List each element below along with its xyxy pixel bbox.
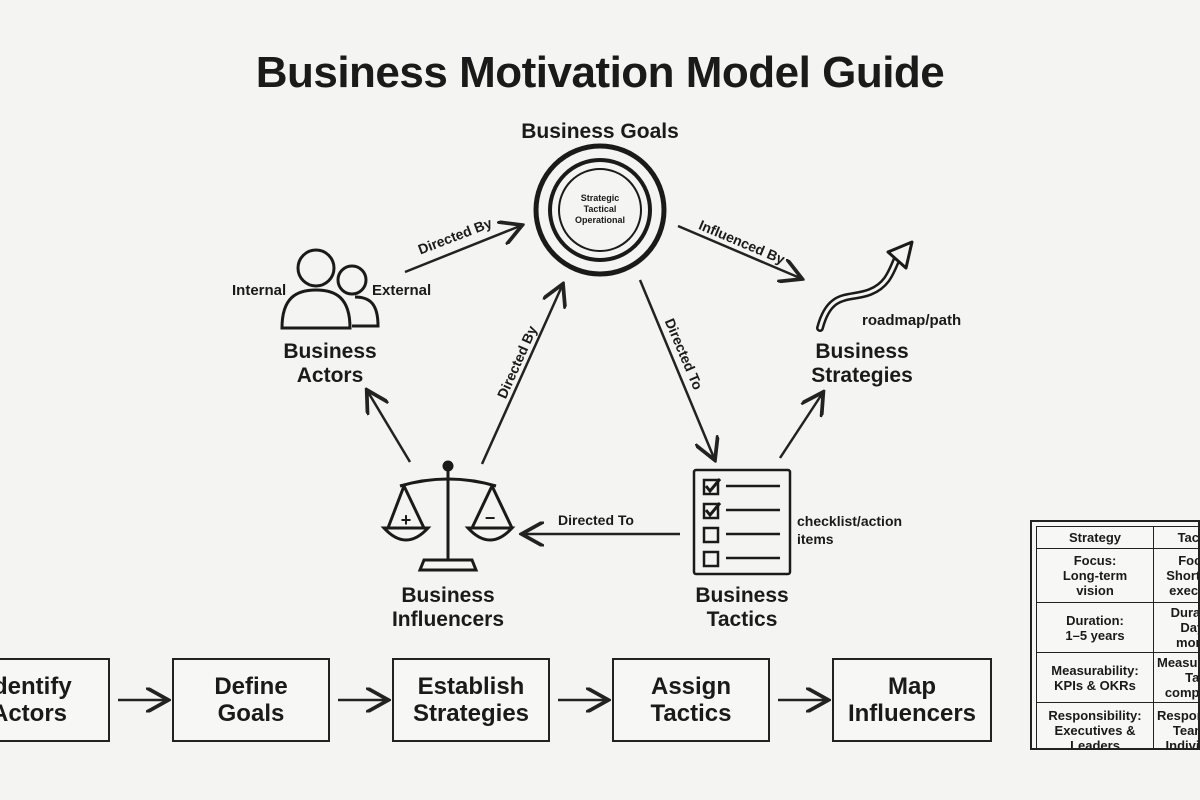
table-cell: Responsibility: Executives & Leaders [1036,702,1154,748]
strategies-note: roadmap/path [862,312,962,329]
step-label: Assign Tactics [650,673,732,727]
step-label: Define Goals [214,673,288,727]
strategies-label: Business Strategies [811,340,913,387]
goals-levels: Strategic Tactical Operational [574,193,625,225]
goals-target-icon [533,143,667,277]
step-label: Establish Strategies [412,673,530,727]
edge-actors-to-goals [404,226,520,274]
edge-tactics-to-strategies [778,394,822,459]
step-map-influencers: Map Influencers [832,658,992,742]
scales-icon: + − [380,460,516,572]
actors-people-icon [280,248,380,330]
svg-text:−: − [485,508,496,528]
strategy-curve-icon [816,240,914,332]
step-define-goals: Define Goals [172,658,330,742]
table-cell: Measurability: KPIs & OKRs [1036,652,1154,703]
table-cell: Measurability: Task completion [1153,652,1198,703]
tactics-label: Business Tactics [695,584,789,631]
actors-internal-label: Internal [232,282,287,299]
influencers-label: Business Influencers [391,584,505,631]
checklist-icon [692,468,792,576]
table-cell: Focus: Long-term vision [1036,548,1154,603]
tactics-note: checklist/action items [797,513,903,547]
step-assign-tactics: Assign Tactics [612,658,770,742]
edge-goals-to-tactics [638,279,714,458]
step-label: Identify Actors [0,673,72,727]
edge-goals-to-strategies [677,224,800,278]
page-title: Business Motivation Model Guide [255,48,945,97]
strategy-tactics-table: Strategy Tactics Focus: Long-term vision… [1030,520,1200,750]
table-cell: Focus: Short-term execution [1153,548,1198,603]
step-establish-strategies: Establish Strategies [392,658,550,742]
svg-text:+: + [401,510,412,530]
table-header-tactics: Tactics [1153,526,1198,549]
step-identify-actors: Identify Actors [0,658,110,742]
edge-influencers-to-actors [368,392,412,463]
step-label: Map Influencers [847,673,977,727]
table-cell: Responsibility: Teams & Individuals [1153,702,1198,748]
table-cell: Duration: 1–5 years [1036,602,1154,653]
table-cell: Duration: Days–months [1153,602,1198,653]
actors-external-label: External [372,282,432,299]
goals-label: Business Goals [521,120,679,143]
actors-label: Business Actors [283,340,377,387]
edge-label-tactics-influencers: Directed To [558,512,634,528]
edge-influencers-to-goals [480,286,562,465]
table-header-strategy: Strategy [1036,526,1154,549]
